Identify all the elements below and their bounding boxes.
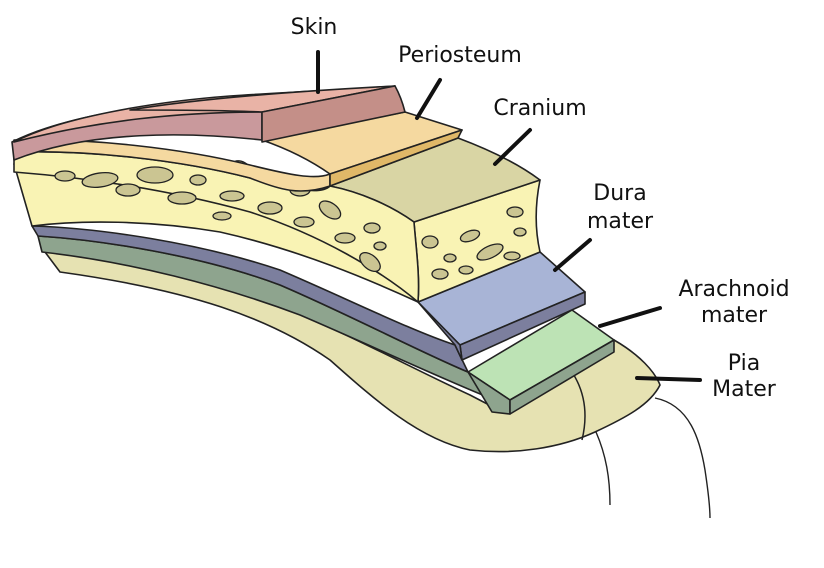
label-dura-line1: Dura — [593, 181, 646, 206]
arachnoid-leader — [598, 306, 662, 328]
brain-tissue-line-1 — [595, 431, 611, 506]
label-arachnoid-line2: mater — [701, 303, 768, 328]
periosteum-block-edge — [329, 129, 463, 187]
arachnoid-block-right — [509, 339, 615, 415]
pia-leader — [635, 376, 702, 382]
skin-block-top — [129, 85, 396, 113]
label-periosteum: Periosteum — [398, 43, 522, 68]
periosteum-leader — [415, 78, 442, 120]
pia-fold-line — [571, 371, 586, 441]
dura-block-left — [417, 301, 463, 361]
dura-leader — [553, 238, 592, 272]
label-pia-line1: Pia — [728, 351, 760, 376]
label-dura-line2: mater — [587, 209, 654, 234]
cranium-leader — [493, 128, 532, 166]
label-skin: Skin — [291, 15, 338, 40]
label-arachnoid-line1: Arachnoid — [678, 277, 789, 302]
dura-band — [31, 225, 469, 373]
brain-tissue-line-2 — [654, 397, 711, 519]
label-cranium: Cranium — [493, 96, 586, 121]
skin-block-front — [261, 85, 406, 143]
label-pia-line2: Mater — [712, 377, 777, 402]
